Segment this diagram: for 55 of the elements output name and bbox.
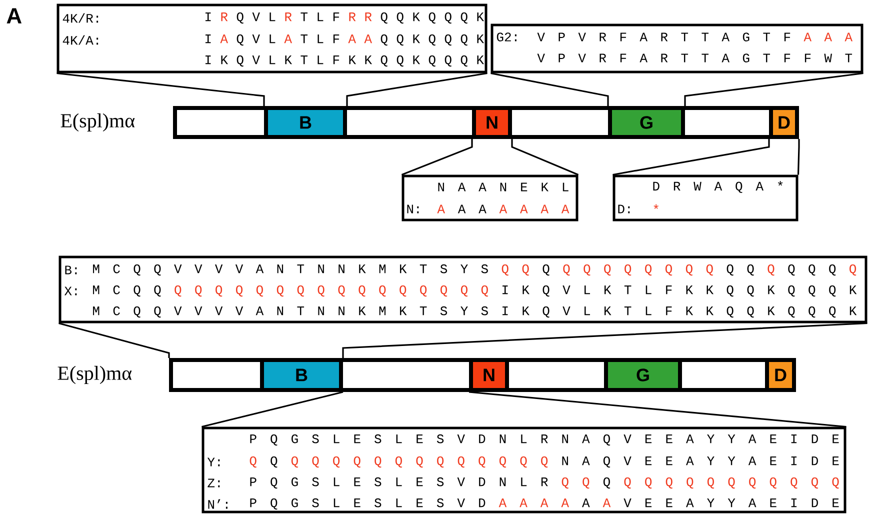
zoom-lines [490, 72, 609, 106]
sequence-row: Q Q Q Q Q Q Q Q Q Q Q Q Q Q Q N A Q V E E A Y Y A E I D E [250, 456, 839, 468]
sequence-row: P Q G S L E S L E S V D A A A A A A V E E A Y Y A E I D E [250, 498, 839, 510]
row-label: D: [618, 204, 630, 214]
sequence-row: D R W A Q A * [653, 181, 783, 193]
sequence-row: I A Q V L A T L F A A Q Q K Q Q Q K [206, 34, 484, 46]
zoom-lines [58, 322, 170, 358]
sequence-box [56, 4, 488, 74]
sequence-row: I R Q V L R T L F R R Q Q K Q Q Q K [206, 12, 484, 24]
protein-name: E(spl)mα [58, 366, 132, 384]
sequence-box [612, 174, 798, 222]
zoom-lines [202, 391, 344, 428]
zoom-lines [401, 139, 473, 176]
row-label: 4K/R: [62, 13, 98, 23]
zoom-lines [511, 139, 579, 176]
row-label: X: [64, 286, 77, 296]
domain-segment: D [765, 358, 796, 392]
sequence-row: I K Q V L K T L F K K Q Q K Q Q Q K [206, 55, 484, 67]
sequence-row: M C Q Q V V V V A N T N N K M K T S Y S Q Q Q Q Q Q Q Q Q Q Q Q Q Q Q Q Q Q [93, 264, 856, 276]
zoom-lines [684, 72, 864, 106]
panel-label: A [6, 8, 22, 24]
zoom-lines [346, 72, 488, 106]
domain-segment: G [608, 106, 685, 139]
sequence-row: P Q G S L E S L E S V D N L R N A Q V E E A Y Y A E I D E [250, 434, 839, 446]
zoom-lines [612, 139, 770, 176]
sequence-row: N A A N E K L [438, 182, 568, 192]
sequence-row: V P V R F A R T T A G T F F W T [537, 54, 852, 62]
domain-segment: N [472, 106, 512, 139]
sequence-row: * [654, 204, 658, 209]
zoom-lines [342, 322, 868, 358]
zoom-lines [468, 391, 846, 428]
domain-segment: G [604, 358, 682, 392]
row-label: Z: [208, 478, 220, 488]
zoom-lines [56, 72, 265, 106]
row-label: N: [407, 204, 419, 214]
domain-segment: D [769, 106, 799, 139]
sequence-box [58, 256, 868, 324]
domain-segment: B [260, 358, 343, 392]
protein-name: E(spl)mα [60, 113, 135, 132]
row-label: B: [65, 266, 77, 274]
sequence-box [202, 426, 846, 514]
sequence-row: V P V R F A R T T A G T F A A A [537, 32, 853, 42]
domain-segment: B [264, 106, 347, 139]
row-label: G2: [496, 32, 516, 42]
sequence-box [490, 24, 864, 74]
sequence-box [402, 174, 578, 222]
domain-segment: N [469, 358, 509, 392]
sequence-row: M C Q Q V V V V A N T N N K M K T S Y S I K Q V L K T L F K K Q Q K Q Q Q K [93, 306, 857, 318]
sequence-row: A A A A A A A [437, 204, 570, 214]
row-label: 4K/A: [62, 35, 98, 45]
row-label: Y: [207, 458, 220, 466]
sequence-row: M C Q Q Q Q Q Q Q Q Q Q Q Q Q Q Q Q Q Q I K Q V L K T L F K K Q Q K Q Q Q K [93, 285, 857, 297]
zoom-lines [797, 139, 800, 175]
row-label: N’: [208, 499, 228, 509]
sequence-row: P Q G S L E S L E S V D N L R Q Q Q Q Q Q Q Q Q Q Q Q Q Q [250, 477, 839, 489]
